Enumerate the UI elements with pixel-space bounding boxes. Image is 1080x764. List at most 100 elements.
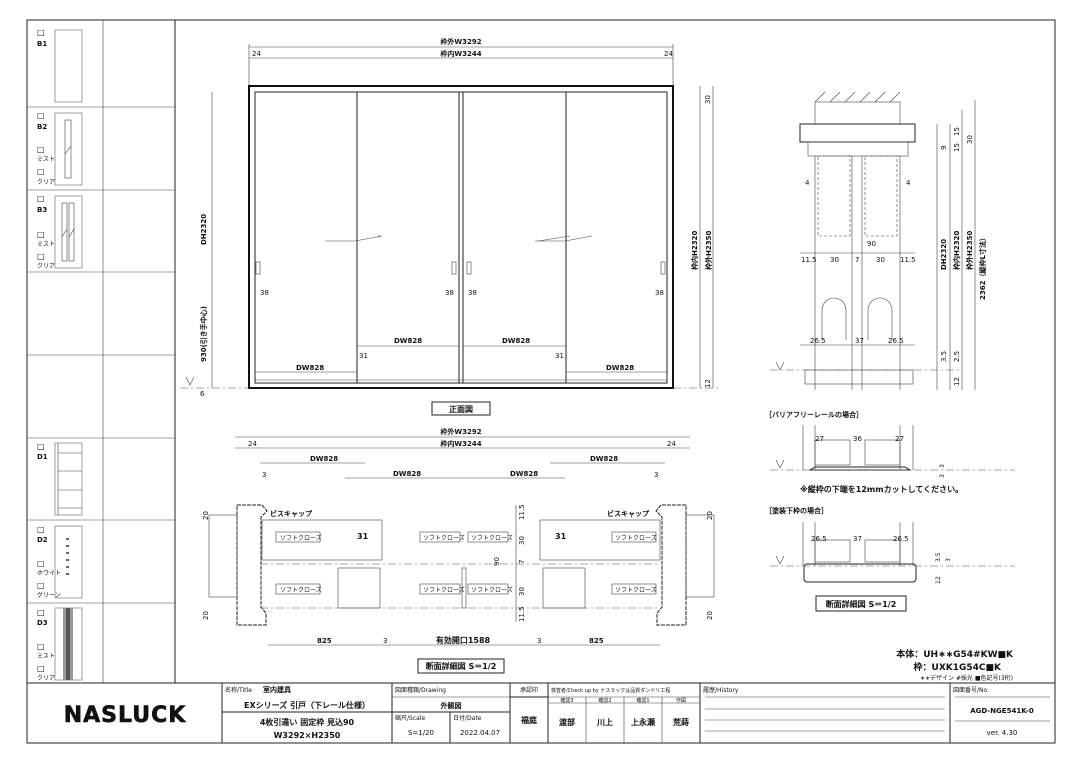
- label: 24: [252, 50, 261, 58]
- label: 承認印: [520, 686, 538, 694]
- label: DW828: [393, 470, 421, 478]
- label: 履歴/History: [703, 687, 739, 694]
- label: ［バリアフリーレールの場合］: [765, 410, 863, 419]
- label: 枠外W3292: [440, 427, 481, 436]
- label: 37: [855, 337, 864, 345]
- door-b2-thumbnail: [54, 112, 83, 186]
- label: 11.5: [518, 606, 526, 622]
- legend-row-b2[interactable]: □ B2 □ ミスト □ クリア: [37, 111, 83, 186]
- label: 日付/Date: [453, 714, 482, 722]
- checkbox[interactable]: □: [37, 252, 45, 261]
- label: 渡部: [559, 717, 575, 727]
- legend-code: B2: [37, 123, 47, 131]
- label: DW828: [310, 455, 338, 463]
- label: 15: [953, 143, 961, 152]
- legend-grid: [27, 106, 175, 604]
- legend-row-b1[interactable]: □ B1: [37, 28, 83, 103]
- checkbox[interactable]: □: [37, 525, 45, 534]
- plan-view-caption: 断面詳細図 S＝1/2: [426, 661, 497, 671]
- front-view: 枠外W3292 枠内W3244 24 24 38 38 38 38 DW828 …: [180, 37, 720, 416]
- legend-row-d3[interactable]: □ D3 □ ミスト □ クリア: [37, 607, 83, 682]
- label: 上永瀬: [631, 717, 655, 727]
- label: 20: [706, 611, 714, 620]
- label: 4枚引違い 固定枠 見込90: [260, 717, 355, 727]
- checkbox[interactable]: □: [37, 230, 45, 239]
- label: 26.5: [811, 535, 827, 543]
- option-label: ミスト: [37, 241, 55, 248]
- option-label: クリア: [37, 263, 55, 270]
- label: 確認1: [636, 697, 649, 704]
- label: 縮尺/Scale: [395, 714, 425, 722]
- label: 枠外W3292: [440, 37, 481, 46]
- label: 24: [667, 440, 676, 448]
- label: 3.5: [940, 351, 948, 362]
- label: 2022.04.07: [460, 729, 500, 737]
- label: DW828: [510, 470, 538, 478]
- label: 室内建具: [263, 685, 291, 694]
- checkbox[interactable]: □: [37, 28, 45, 37]
- checkbox[interactable]: □: [37, 194, 45, 203]
- label: 38: [468, 289, 477, 297]
- label: ∗∗デザイン #採光 ■色記号(3桁): [920, 674, 1013, 682]
- legend-row-d1[interactable]: □ D1: [37, 442, 83, 516]
- label: 福庭: [520, 715, 538, 725]
- label: 6: [200, 390, 205, 398]
- label: 枠内W3244: [440, 439, 481, 448]
- door-d2-thumbnail: [54, 525, 83, 599]
- legend-code: B3: [37, 206, 47, 214]
- checkbox[interactable]: □: [37, 642, 45, 651]
- label: 825: [317, 637, 332, 645]
- drawing-number: AGD-NGE541K-0: [970, 707, 1034, 715]
- door-b3-thumbnail: [54, 195, 83, 269]
- label: 枠内W3244: [440, 49, 481, 58]
- label: 90: [867, 240, 876, 248]
- label: 枠外H2350: [704, 231, 713, 270]
- label: ビスキャップ: [270, 509, 313, 518]
- legend-row-b3[interactable]: □ B3 □ ミスト □ クリア: [37, 194, 83, 270]
- checkbox[interactable]: □: [37, 442, 45, 451]
- label: 7: [518, 560, 526, 564]
- side-section-caption: 断面詳細図 S＝1/2: [826, 599, 897, 609]
- label: 31: [555, 532, 567, 541]
- label: ソフトクローズ: [615, 534, 657, 542]
- label: 枠内H2320: [690, 231, 699, 270]
- label: W3292×H2350: [274, 731, 341, 740]
- label: 確認3: [560, 697, 573, 704]
- label: 30: [518, 587, 526, 596]
- checkbox[interactable]: □: [37, 167, 45, 176]
- label: 枠外H2350: [965, 231, 974, 270]
- label: 枠内H2320: [952, 231, 961, 270]
- label: 12: [704, 379, 712, 388]
- checkbox[interactable]: □: [37, 581, 45, 590]
- label: 本体：UH∗∗G54#KW■K: [896, 648, 1014, 660]
- nasluck-logo: NASLUCK: [64, 703, 187, 728]
- label: 15: [953, 127, 961, 136]
- label: 24: [664, 50, 673, 58]
- label: 12: [953, 377, 961, 386]
- label: 2.5: [953, 351, 961, 362]
- legend-row-d2[interactable]: □ D2 □ ホワイト □ グリーン: [37, 525, 83, 599]
- label: 外観図: [441, 701, 462, 710]
- checkbox[interactable]: □: [37, 608, 45, 617]
- label: 図面種類/Drawing: [395, 686, 446, 694]
- label: 確認2: [598, 697, 611, 704]
- label: 作図: [676, 697, 686, 704]
- label: 3: [939, 474, 946, 478]
- label: 38: [260, 289, 269, 297]
- checkbox[interactable]: □: [37, 111, 45, 120]
- option-label: ミスト: [37, 156, 55, 163]
- option-label: グリーン: [37, 591, 61, 599]
- label: DW828: [394, 337, 422, 345]
- label: ソフトクローズ: [615, 586, 657, 594]
- label: 38: [445, 289, 454, 297]
- checkbox[interactable]: □: [37, 559, 45, 568]
- label: 31: [359, 352, 368, 360]
- cut-note: ※縦枠の下端を12mmカットしてください。: [800, 484, 963, 494]
- label: 30: [966, 135, 974, 144]
- label: 荒蒔: [672, 717, 689, 727]
- checkbox[interactable]: □: [37, 145, 45, 154]
- checkbox[interactable]: □: [37, 664, 45, 673]
- label: DW828: [296, 364, 324, 372]
- label: 36: [853, 435, 862, 443]
